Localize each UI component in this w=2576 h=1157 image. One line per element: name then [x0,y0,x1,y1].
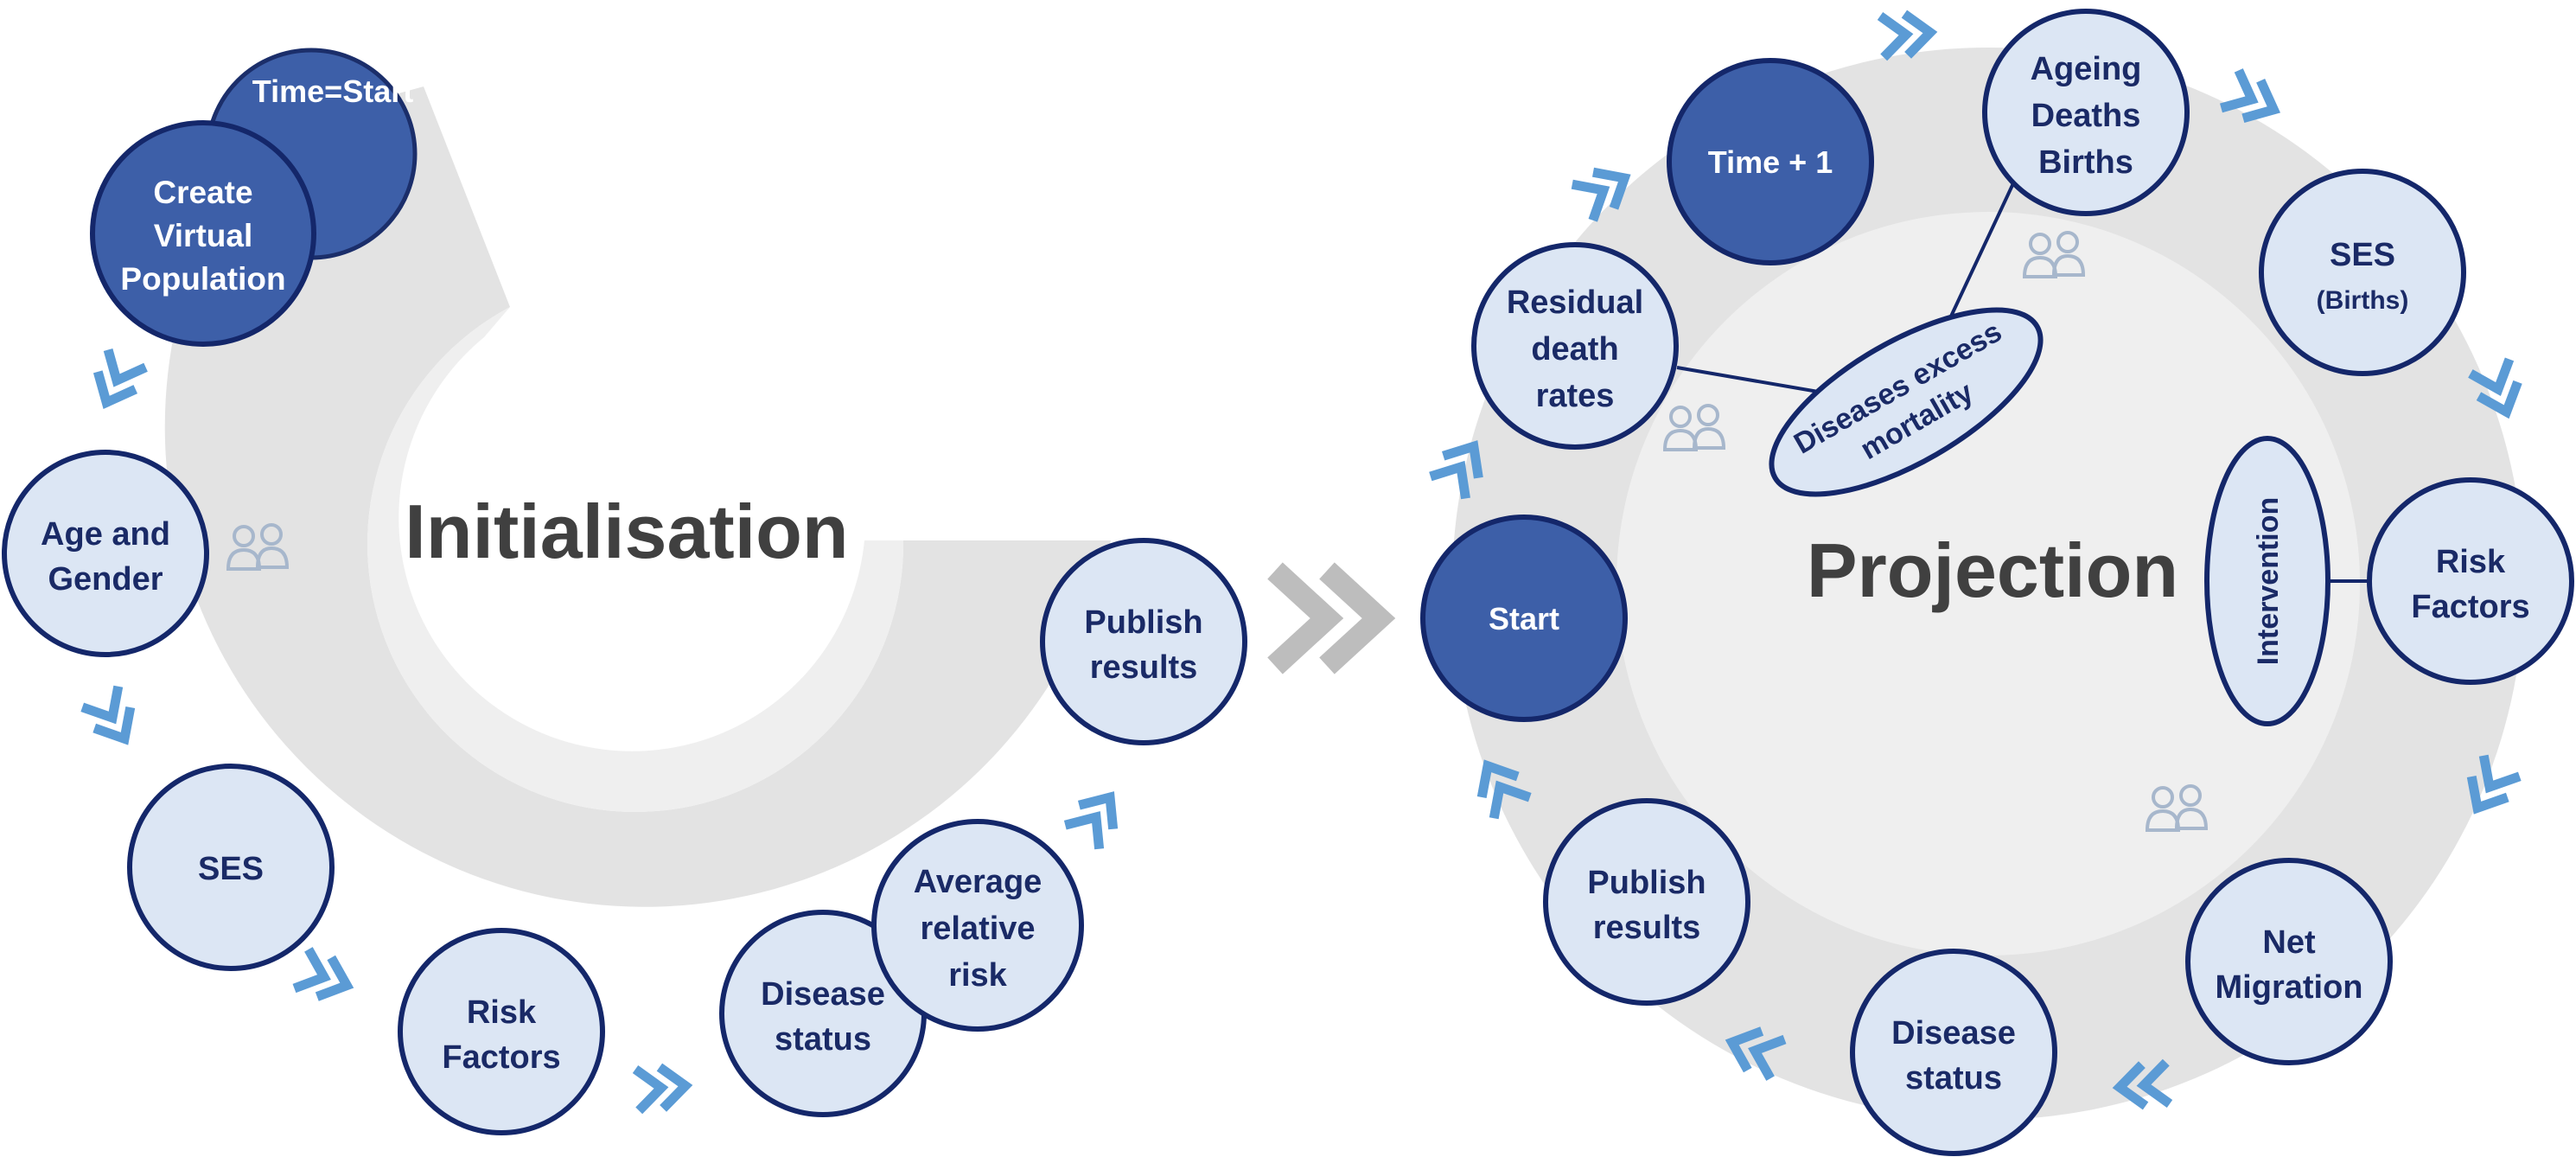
node-label: Time + 1 [1708,144,1833,180]
node-label: Create [153,175,252,210]
node-disease-status: Disease status [719,910,927,1117]
node-label: SES [198,851,264,887]
node-label: Factors [442,1039,560,1076]
node-label: Factors [2411,589,2529,625]
node-average-relative-risk: Average relative risk [871,819,1084,1032]
node-diseases-excess-mortality: Diseases excess mortality [1769,307,2044,497]
initialisation-ring [164,86,1112,907]
node-label: status [775,1021,871,1058]
node-risk-factors: Risk Factors [398,928,605,1135]
node-disease-status: Disease status [1850,949,2057,1156]
node-time-plus-1: Time + 1 [1667,58,1874,265]
node-label: Risk [2436,544,2506,580]
chevron-icon [635,1065,687,1111]
chevron-icon [1880,12,1932,58]
node-ageing-deaths-births: Ageing Deaths Births [1982,9,2190,216]
node-label: Virtual [154,218,252,253]
node-label: Births [2038,144,2133,181]
node-label: Migration [2216,969,2363,1006]
node-label: Net [2262,924,2316,961]
node-label: Average [914,864,1043,900]
node-label: Publish [1084,604,1202,641]
node-label: status [1905,1060,2002,1096]
chevron-icon [1065,785,1126,848]
projection-ring-inner [1616,212,2360,956]
node-label: Disease [1891,1015,2016,1052]
node-label: Intervention [2252,497,2285,666]
chevron-icon [82,687,143,749]
node-label: rates [1536,378,1615,414]
node-label: Gender [48,561,163,598]
node-start: Start [1420,515,1628,722]
node-net-migration: Net Migration [2185,858,2393,1065]
node-label: Disease [761,976,885,1013]
transition-arrow-icon [1267,562,1396,674]
node-label: Publish [1587,865,1706,901]
connector-lines [1676,181,2369,583]
node-ses-births: SES (Births) [2259,169,2466,376]
node-label: Risk [467,994,537,1031]
chevron-icon [87,349,145,411]
node-label: Deaths [2031,98,2141,134]
node-age-and-gender: Age and Gender [2,450,209,657]
node-create-virtual-population: Create Virtual Population [90,120,316,347]
node-label: relative [920,911,1035,947]
node-label: SES [2330,237,2395,273]
node-label: death [1531,331,1618,368]
node-label: Time=Start [252,74,413,109]
chevron-icon [294,949,354,1005]
node-label: results [1090,649,1198,686]
node-publish-results: Publish results [1543,798,1750,1006]
initialisation-title: Initialisation [405,489,848,574]
node-sublabel: (Births) [2317,286,2409,315]
node-ses: SES [127,764,335,971]
node-publish-results: Publish results [1040,538,1247,745]
node-intervention: Intervention [2204,436,2331,726]
node-label: Ageing [2031,51,2142,87]
node-label: risk [948,957,1007,994]
node-label: Residual [1507,284,1643,321]
node-label: results [1593,910,1701,946]
node-residual-death-rates: Residual death rates [1471,242,1679,450]
node-label: Age and [41,516,170,553]
node-risk-factors: Risk Factors [2367,477,2574,685]
node-label: Population [120,261,285,297]
projection-title: Projection [1807,527,2178,613]
node-label: Start [1489,601,1559,636]
